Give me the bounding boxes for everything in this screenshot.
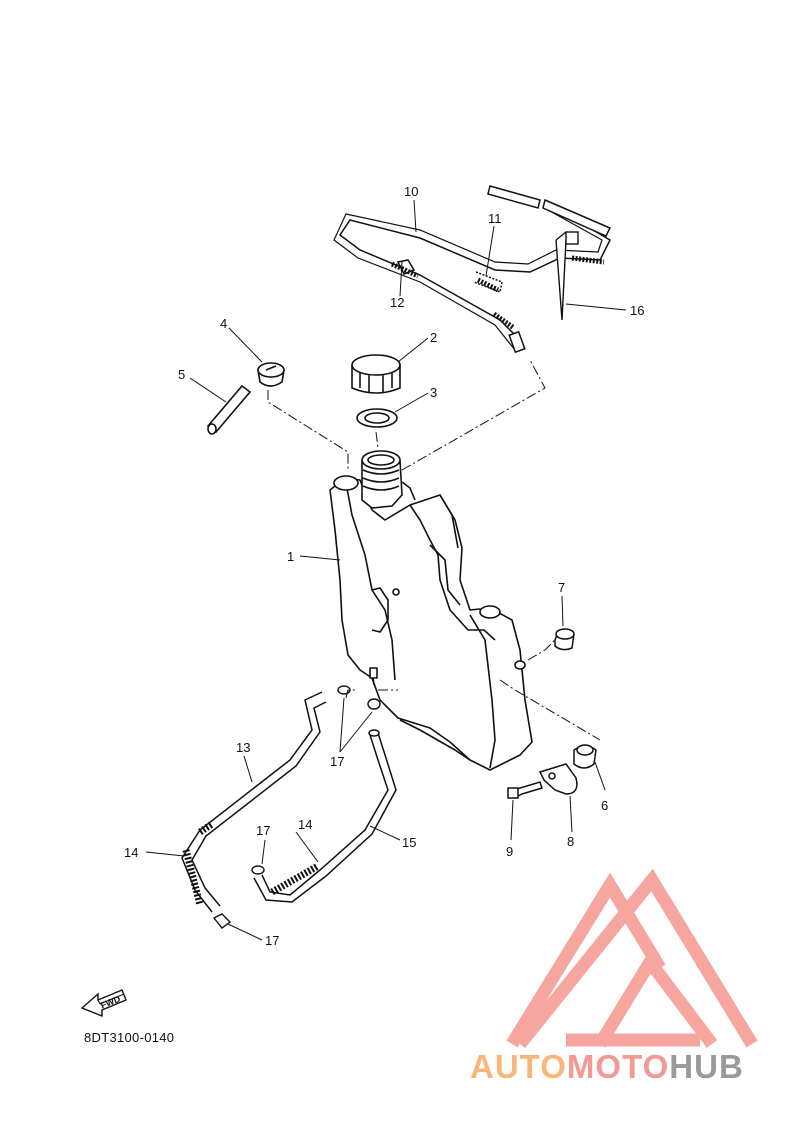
drain-hose (253, 729, 397, 903)
coolant-reservoir-tank (329, 475, 533, 771)
watermark-logo-mark (506, 868, 758, 1049)
callout-17-center: 17 (330, 754, 344, 769)
callout-16: 16 (630, 303, 644, 318)
callout-6: 6 (601, 798, 608, 813)
callout-13: 13 (236, 740, 250, 755)
breather-fitting (257, 362, 285, 387)
callout-10: 10 (404, 184, 418, 199)
callout-9: 9 (506, 844, 513, 859)
callout-1: 1 (287, 549, 294, 564)
short-pipe (206, 384, 252, 435)
wordmark-part-moto: MOTO (566, 1048, 670, 1085)
wordmark-part-hub: HUB (669, 1048, 744, 1085)
drawing-code: 8DT3100-0140 (84, 1030, 175, 1045)
callout-14-left: 14 (124, 845, 138, 860)
callout-5: 5 (178, 367, 185, 382)
cap-gasket (356, 408, 398, 428)
callout-11: 11 (488, 211, 502, 226)
callout-7: 7 (558, 580, 565, 595)
forward-arrow-icon: FWD (80, 989, 127, 1018)
fwd-label: FWD (99, 993, 122, 1010)
callout-4: 4 (220, 316, 227, 331)
mounting-hardware (507, 628, 597, 800)
hose-clamp-pin (555, 231, 579, 321)
callout-15: 15 (402, 835, 416, 850)
callout-12: 12 (390, 295, 404, 310)
callout-14-right: 14 (298, 817, 312, 832)
callout-labels: 1 2 3 4 5 6 7 8 9 10 11 12 13 14 14 15 1… (124, 184, 644, 948)
callout-3: 3 (430, 385, 437, 400)
radiator-cap (351, 354, 401, 394)
watermark-wordmark: AUTOMOTOHUB (470, 1048, 744, 1086)
breather-hose-assembly (333, 185, 612, 354)
callout-8: 8 (567, 834, 574, 849)
callout-17-mid: 17 (256, 823, 270, 838)
callout-2: 2 (430, 330, 437, 345)
callout-17-bottom: 17 (265, 933, 279, 948)
leader-lines (145, 199, 627, 941)
wordmark-part-auto: AUTO (470, 1048, 567, 1085)
filler-neck (361, 450, 416, 509)
overflow-hose (181, 691, 327, 913)
hose-clips (212, 685, 381, 929)
